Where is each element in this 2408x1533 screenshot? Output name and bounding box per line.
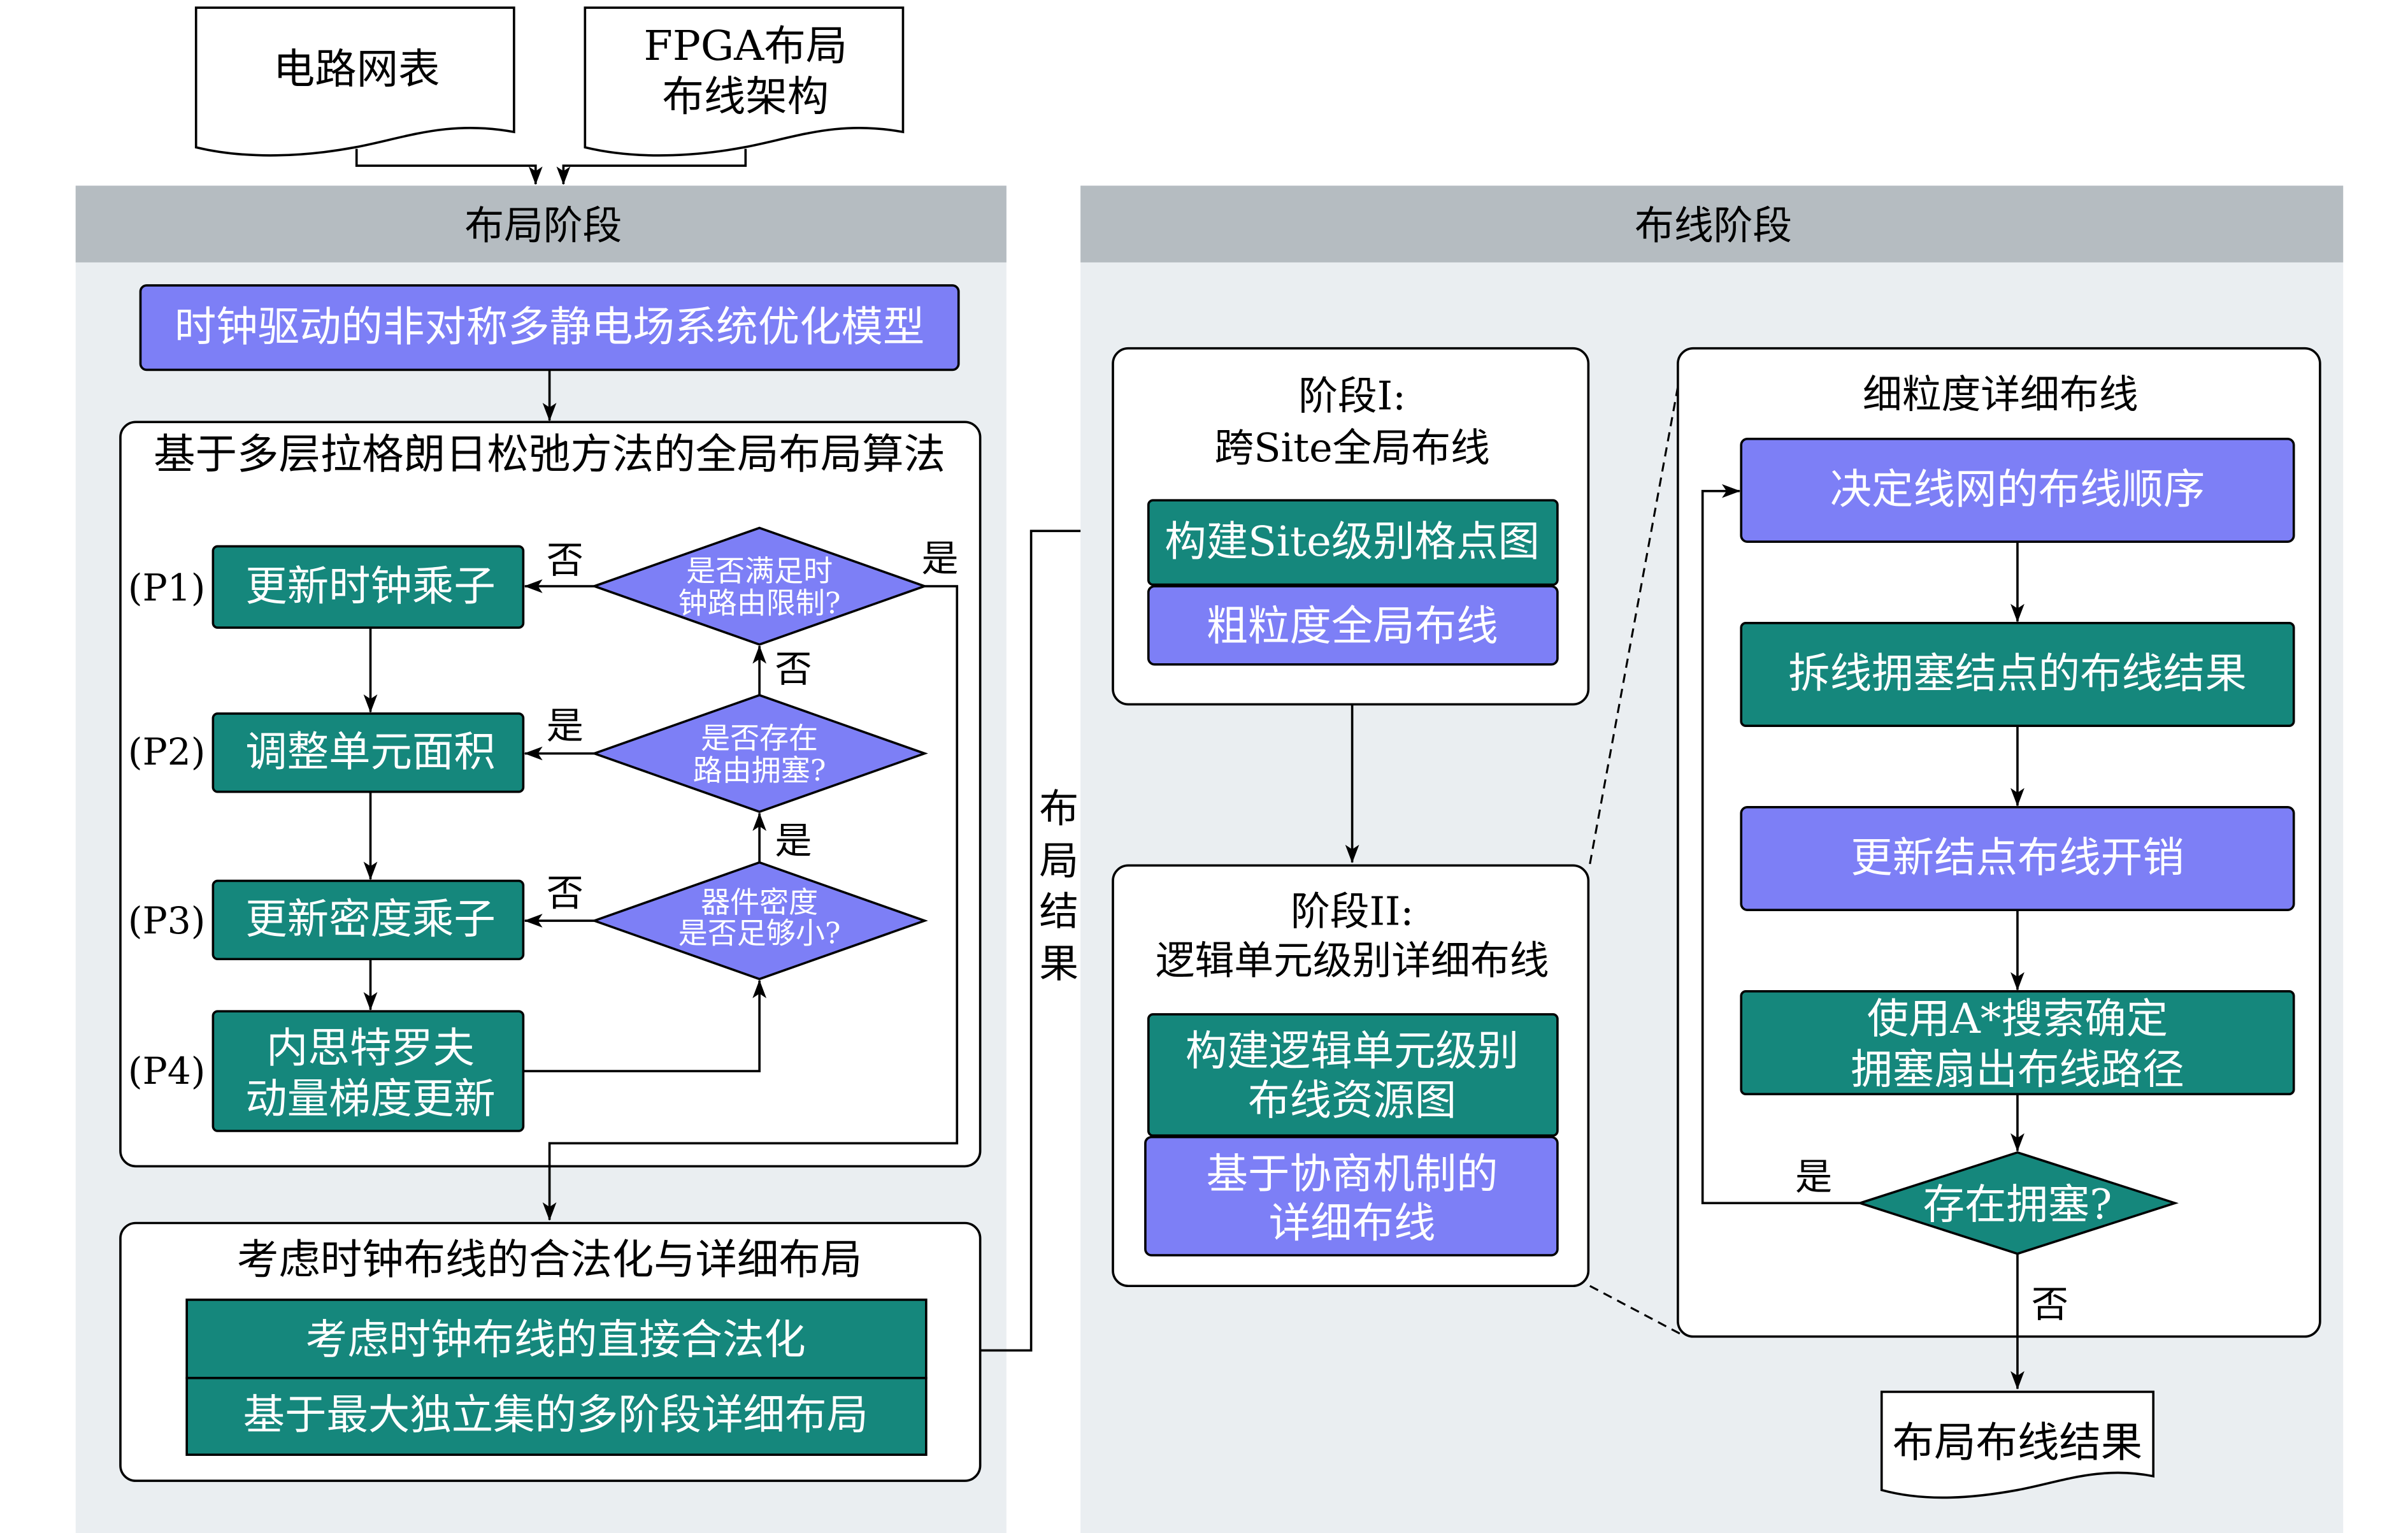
- arrow-placement-result-to-routing: [980, 524, 1112, 1352]
- stage1-title-line-2: 跨Site全局布线: [1214, 425, 1489, 471]
- rip-up-label: 拆线拥塞结点的布线结果: [1788, 649, 2247, 698]
- routing-stage-panel: 布线阶段 阶段I: 跨Site全局布线 构建Site级别格点图 粗粒度全局布线 …: [1080, 185, 2344, 1533]
- input-netlist-document: 电路网表: [194, 6, 515, 157]
- detailed-placement-box: [185, 1376, 928, 1456]
- step-p2-label: 调整单元面积: [245, 728, 495, 776]
- arrow-netlist-to-placement: [355, 148, 543, 185]
- negotiation-detailed-routing-line-2: 详细布线: [1269, 1199, 1436, 1248]
- direct-legalization-box: [185, 1299, 928, 1379]
- decision-clock-routing-line-1: 是否满足时: [686, 554, 833, 588]
- coarse-global-routing-box: [1147, 585, 1559, 666]
- step-p1-label: 更新时钟乘子: [245, 562, 495, 610]
- decision-clock-routing-limit: 是否满足时 钟路由限制?: [591, 526, 928, 646]
- step-p2-tag: (P2): [128, 730, 205, 774]
- step-p3-label: 更新密度乘子: [245, 895, 495, 944]
- step-p4-label-line-2: 动量梯度更新: [245, 1075, 495, 1123]
- routing-panel-title: 布线阶段: [1635, 203, 1792, 248]
- architecture-label-line-1: FPGA布局: [643, 22, 847, 70]
- placement-stage-panel: 布局阶段 时钟驱动的非对称多静电场系统优化模型 基于多层拉格朗日松弛方法的全局布…: [75, 185, 1007, 1533]
- step-p4-tag: (P4): [128, 1049, 205, 1093]
- output-document-shape: [1880, 1390, 2155, 1499]
- d3-no-label: 否: [547, 872, 584, 915]
- routing-panel-header: [1080, 185, 2344, 263]
- d3-yes-label: 是: [775, 819, 812, 863]
- arrow-p4-to-d3: [523, 979, 767, 1072]
- optimization-model-label: 时钟驱动的非对称多静电场系统优化模型: [175, 303, 924, 351]
- d2-yes-label: 是: [547, 704, 584, 747]
- decision-density-diamond: [591, 861, 928, 981]
- logic-cell-resource-graph-box: [1147, 1013, 1559, 1137]
- astar-search-line-1: 使用A*搜索确定: [1867, 995, 2168, 1043]
- rip-up-box: [1740, 622, 2295, 727]
- decision-routing-congestion-line-1: 是否存在: [701, 721, 818, 756]
- stage2-title-line-1: 阶段II:: [1291, 889, 1414, 935]
- step-p3-tag: (P3): [128, 899, 205, 942]
- astar-search-line-2: 拥塞扇出布线路径: [1851, 1046, 2184, 1094]
- placement-panel-title: 布局阶段: [464, 203, 622, 248]
- arrow-congestion-yes-loop: [1701, 484, 1860, 1204]
- logic-cell-resource-graph-line-1: 构建逻辑单元级别: [1186, 1027, 1519, 1076]
- zoom-dashed-line-bottom: [1589, 1285, 1683, 1336]
- congestion-no-label: 否: [2032, 1283, 2068, 1326]
- input-architecture-document: FPGA布局 布线架构: [584, 6, 905, 157]
- step-p2-box: [211, 712, 525, 793]
- step-p1: 更新时钟乘子 (P1): [128, 545, 525, 629]
- placement-result-char-1: 布: [1039, 786, 1079, 831]
- negotiation-detailed-routing-box: [1144, 1135, 1559, 1256]
- site-grid-graph-label: 构建Site级别格点图: [1165, 517, 1540, 566]
- netlist-document-shape: [194, 6, 515, 157]
- decision-density-line-2: 是否足够小?: [678, 916, 841, 950]
- detailed-placement-label: 基于最大独立集的多阶段详细布局: [243, 1391, 868, 1439]
- step-p2: 调整单元面积 (P2): [128, 712, 525, 793]
- step-p3: 更新密度乘子 (P3): [128, 879, 525, 961]
- d2-no-label: 否: [775, 647, 812, 691]
- step-p1-tag: (P1): [128, 566, 205, 610]
- congestion-check-diamond: [1856, 1151, 2179, 1255]
- placement-result-char-3: 结: [1039, 889, 1079, 935]
- architecture-document-shape: [584, 6, 905, 157]
- decision-routing-congestion: 是否存在 路由拥塞?: [591, 694, 928, 813]
- global-placement-title: 基于多层拉格朗日松弛方法的全局布局算法: [154, 430, 945, 479]
- net-order-label: 决定线网的布线顺序: [1830, 465, 2205, 514]
- decision-routing-congestion-diamond: [591, 694, 928, 813]
- step-p1-box: [211, 545, 525, 629]
- decision-clock-routing-line-2: 钟路由限制?: [678, 586, 841, 621]
- output-result-document: 布局布线结果: [1880, 1390, 2155, 1499]
- arrow-d1-yes-to-legalization: [542, 585, 959, 1221]
- congestion-yes-label: 是: [1795, 1155, 1832, 1198]
- arrow-architecture-to-placement: [556, 148, 747, 185]
- stage1-title-line-1: 阶段I:: [1298, 373, 1406, 419]
- congestion-check-label: 存在拥塞?: [1923, 1181, 2112, 1229]
- step-p3-box: [211, 879, 525, 961]
- logic-cell-resource-graph-line-2: 布线资源图: [1248, 1076, 1456, 1125]
- negotiation-detailed-routing-line-1: 基于协商机制的: [1207, 1150, 1498, 1198]
- step-p4-label-line-1: 内思特罗夫: [266, 1024, 475, 1072]
- step-p4: 内思特罗夫 动量梯度更新 (P4): [128, 1010, 525, 1132]
- placement-result-char-4: 果: [1039, 941, 1079, 987]
- d1-yes-label: 是: [922, 537, 959, 580]
- fine-detailed-routing-title: 细粒度详细布线: [1863, 371, 2138, 417]
- architecture-label-line-2: 布线架构: [663, 73, 829, 121]
- stage2-title-line-2: 逻辑单元级别详细布线: [1156, 938, 1549, 984]
- d1-no-label: 否: [547, 538, 584, 582]
- decision-density-small: 器件密度 是否足够小?: [591, 861, 928, 981]
- decision-routing-congestion-line-2: 路由拥塞?: [693, 753, 826, 788]
- decision-congestion-exists: 存在拥塞?: [1856, 1151, 2179, 1255]
- direct-legalization-label: 考虑时钟布线的直接合法化: [306, 1316, 806, 1364]
- netlist-label: 电路网表: [273, 45, 440, 93]
- coarse-global-routing-label: 粗粒度全局布线: [1207, 602, 1498, 651]
- site-grid-graph-box: [1147, 499, 1559, 586]
- update-cost-label: 更新结点布线开销: [1851, 833, 2184, 882]
- decision-density-line-1: 器件密度: [701, 885, 818, 919]
- zoom-dashed-line-top: [1589, 386, 1679, 865]
- placement-result-char-2: 局: [1039, 838, 1079, 884]
- placement-panel-header: [75, 185, 1007, 263]
- placement-result-label: 布 局 结 果: [1039, 786, 1079, 986]
- legalization-title: 考虑时钟布线的合法化与详细布局: [237, 1235, 862, 1284]
- output-result-label: 布局布线结果: [1893, 1418, 2142, 1467]
